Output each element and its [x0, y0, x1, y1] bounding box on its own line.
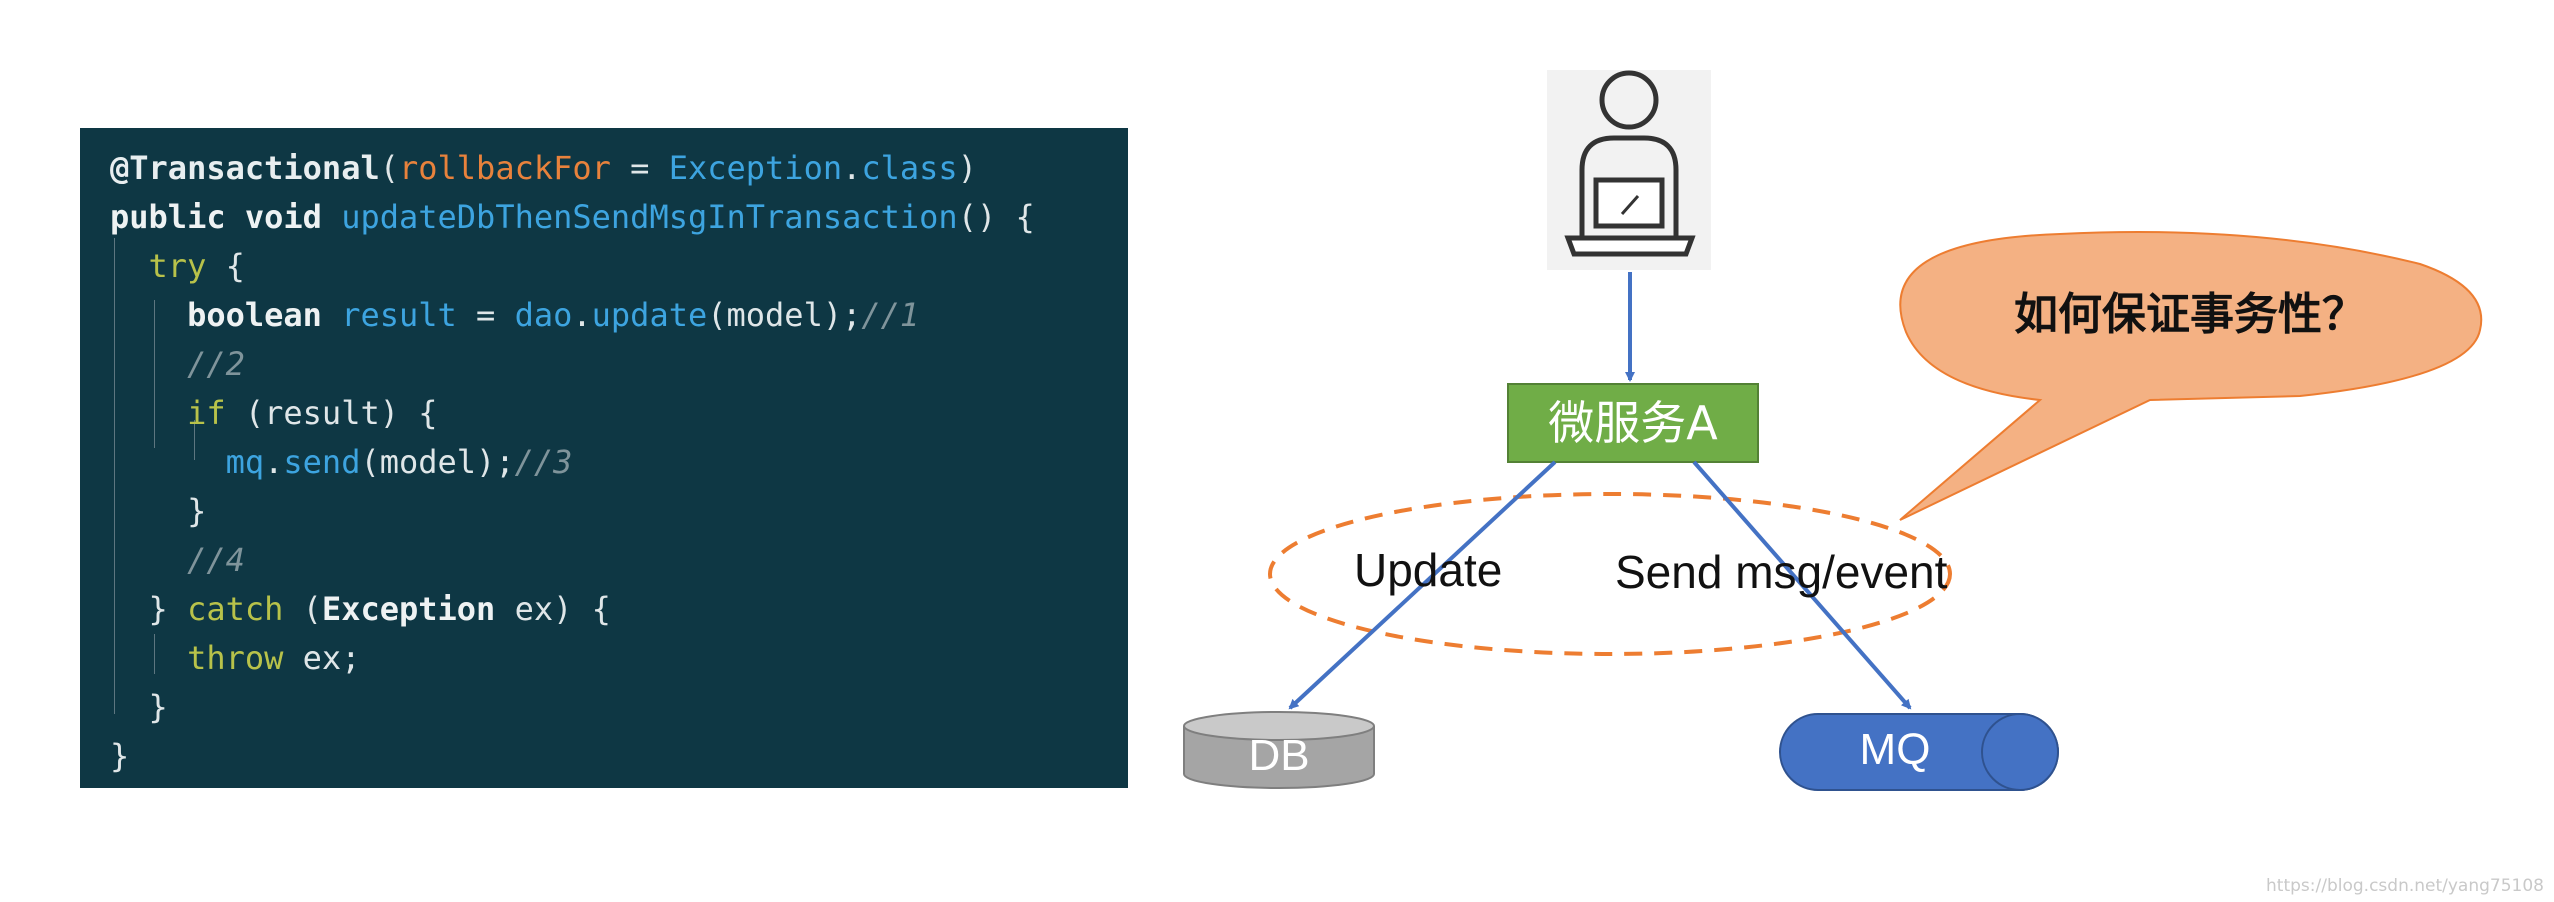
code-token: }: [110, 492, 207, 530]
indent-guide: [114, 238, 115, 714]
code-token: =: [610, 149, 669, 187]
code-token: @Transactional: [110, 149, 380, 187]
code-line: throw ex;: [110, 634, 360, 682]
code-token: class: [861, 149, 958, 187]
code-line: mq.send(model);//3: [110, 438, 573, 486]
code-token: try: [148, 247, 207, 285]
code-line: public void updateDbThenSendMsgInTransac…: [110, 193, 1035, 241]
code-token: =: [456, 296, 515, 334]
code-token: .: [842, 149, 862, 187]
code-token: }: [110, 688, 168, 726]
code-token: throw: [187, 639, 284, 677]
code-token: (model);: [707, 296, 862, 334]
code-token: Exception: [321, 590, 496, 628]
code-token: catch: [187, 590, 284, 628]
code-token: if: [187, 394, 226, 432]
code-token: //3: [514, 443, 573, 481]
code-token: }: [110, 590, 188, 628]
code-line: } catch (Exception ex) {: [110, 585, 611, 633]
code-token: updateDbThenSendMsgInTransaction: [341, 198, 958, 236]
indent-guide: [154, 300, 155, 448]
code-panel: @Transactional(rollbackFor = Exception.c…: [80, 128, 1128, 788]
code-token: (: [283, 590, 322, 628]
code-line: }: [110, 683, 168, 731]
code-token: }: [110, 737, 130, 775]
code-token: rollbackFor: [398, 149, 611, 187]
code-token: ex) {: [495, 590, 611, 628]
code-token: .: [572, 296, 592, 334]
code-token: .: [264, 443, 284, 481]
code-token: (result) {: [225, 394, 438, 432]
update-label: Update: [1354, 544, 1503, 596]
code-token: //1: [861, 296, 920, 334]
code-token: ): [957, 149, 977, 187]
code-token: send: [283, 443, 361, 481]
code-token: () {: [957, 198, 1035, 236]
mq-cylinder: [1779, 713, 2059, 791]
code-token: //4: [187, 541, 245, 579]
user-laptop-icon: [1547, 70, 1711, 270]
service-label: 微服务A: [1548, 396, 1718, 450]
code-token: ex;: [283, 639, 361, 677]
arrow-service-to-db: [1288, 460, 1557, 710]
code-token: update: [591, 296, 708, 334]
code-token: mq: [225, 443, 265, 481]
code-line: //2: [110, 340, 245, 388]
code-token: (model);: [360, 443, 515, 481]
code-token: public void: [110, 198, 342, 236]
send-event-label: Send msg/event: [1615, 546, 1948, 598]
question-text: 如何保证事务性？: [2014, 289, 2366, 340]
code-token: boolean: [187, 296, 322, 334]
arrow-service-to-mq: [1692, 460, 1912, 710]
service-box: [1507, 383, 1759, 463]
mq-label: MQ: [1859, 725, 1931, 774]
indent-guide: [154, 634, 155, 674]
indent-guide: [194, 420, 195, 460]
db-label: DB: [1248, 731, 1310, 780]
db-cylinder: [1183, 711, 1375, 789]
code-token: (: [379, 149, 399, 187]
code-line: }: [110, 732, 129, 780]
code-token: result: [341, 296, 457, 334]
question-bubble: [1899, 231, 2483, 521]
code-token: dao: [514, 296, 573, 334]
code-token: {: [206, 247, 245, 285]
code-line: //4: [110, 536, 245, 584]
code-token: Exception: [668, 149, 843, 187]
transaction-scope-ellipse: [1268, 492, 1952, 656]
code-token: //2: [187, 345, 245, 383]
code-line: try {: [110, 242, 245, 290]
code-line: boolean result = dao.update(model);//1: [110, 291, 919, 339]
code-line: @Transactional(rollbackFor = Exception.c…: [110, 144, 977, 192]
code-line: if (result) {: [110, 389, 438, 437]
code-line: }: [110, 487, 206, 535]
watermark: https://blog.csdn.net/yang75108: [2266, 876, 2544, 896]
